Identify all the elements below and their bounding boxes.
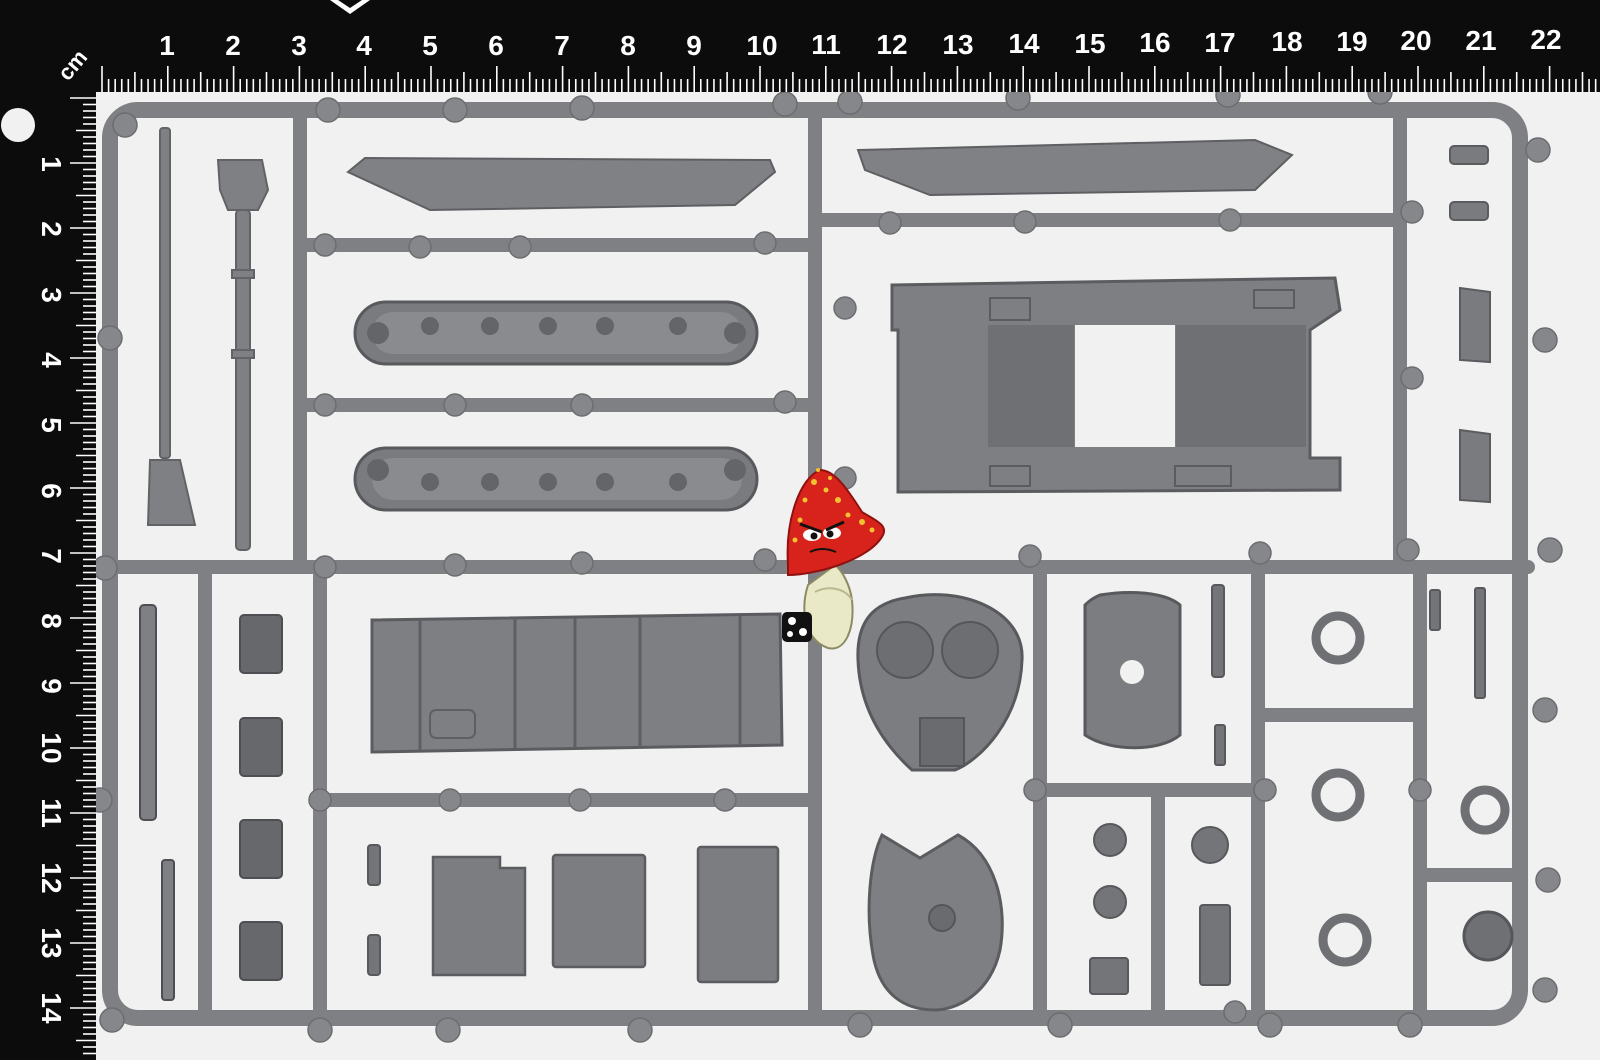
ruler-top-label: 8 [620, 30, 636, 61]
ruler-left-label: 12 [36, 862, 67, 893]
sprue-parts [139, 127, 1514, 1012]
part-fender-left [346, 156, 777, 212]
ruler-top-label: 10 [746, 30, 777, 61]
ruler-top-label: 15 [1074, 28, 1105, 59]
ruler-hanging-hole [1, 108, 35, 142]
part-small-bits [367, 584, 1486, 995]
ruler-top-label: 17 [1204, 27, 1235, 58]
part-track-lower [353, 446, 759, 512]
ruler-left-label: 4 [36, 352, 67, 368]
ruler-top-label: 22 [1530, 24, 1561, 55]
part-shovel [146, 127, 197, 526]
ruler-top-label: 20 [1400, 25, 1431, 56]
part-hull-floor [890, 276, 1342, 494]
ruler-left-label: 14 [36, 992, 67, 1024]
ruler-left-label: 3 [36, 287, 67, 303]
part-brackets-right [1449, 145, 1491, 504]
part-hull-top [370, 612, 784, 754]
part-wheel [1462, 910, 1514, 962]
part-track-upper [353, 300, 759, 366]
ruler-left-label: 8 [36, 613, 67, 629]
ruler-left-label: 11 [36, 798, 67, 828]
ruler-top-label: 13 [942, 29, 973, 60]
ruler-top-label: 1 [159, 30, 175, 61]
part-fender-right [856, 138, 1294, 197]
part-vision-blocks [139, 604, 283, 1001]
part-turret-ring [856, 593, 1024, 772]
ruler-left-label: 2 [36, 221, 67, 237]
ruler-left-label: 5 [36, 417, 67, 433]
ruler-left: cm 1 2 3 4 5 6 7 8 9 10 11 12 13 14 [0, 0, 96, 1060]
ruler-top-label: 9 [686, 30, 702, 61]
ruler-left-label: 7 [36, 548, 67, 564]
ruler-top-label: 4 [356, 30, 372, 61]
ruler-top-label: 18 [1271, 26, 1302, 57]
ruler-top-label: 5 [422, 30, 438, 61]
ruler-left-label: 10 [36, 732, 67, 763]
ruler-left-label: 6 [36, 483, 67, 499]
part-hatch [1083, 590, 1182, 750]
ruler-top-label: 14 [1008, 28, 1040, 59]
ruler-left-label: 9 [36, 678, 67, 694]
part-jack [216, 159, 270, 551]
ruler-top-label: 11 [811, 29, 841, 60]
ruler-top-label: 2 [225, 30, 241, 61]
ruler-top-label: 12 [876, 29, 907, 60]
part-turret-base [867, 832, 1004, 1012]
ruler-top-label: 21 [1465, 25, 1496, 56]
ruler-left-label: 13 [36, 927, 67, 958]
part-rings [1311, 611, 1510, 967]
ruler-top-label: 7 [554, 30, 570, 61]
angry-red-mushroom-icon [786, 468, 886, 650]
part-lower-plates [431, 845, 780, 984]
ruler-left-label: 1 [36, 156, 67, 172]
ruler-top-label: 3 [291, 30, 307, 61]
sprue-gates [87, 79, 1563, 1043]
ruler-top: 1 2 3 4 5 6 7 8 9 10 11 12 13 14 15 16 1… [0, 0, 1600, 92]
ruler-top-label: 6 [488, 30, 504, 61]
ruler-top-label: 19 [1336, 26, 1367, 57]
ruler-top-label: 16 [1139, 27, 1170, 58]
skull-dice-icon [782, 612, 812, 642]
ruler-logo-icon [330, 0, 370, 14]
